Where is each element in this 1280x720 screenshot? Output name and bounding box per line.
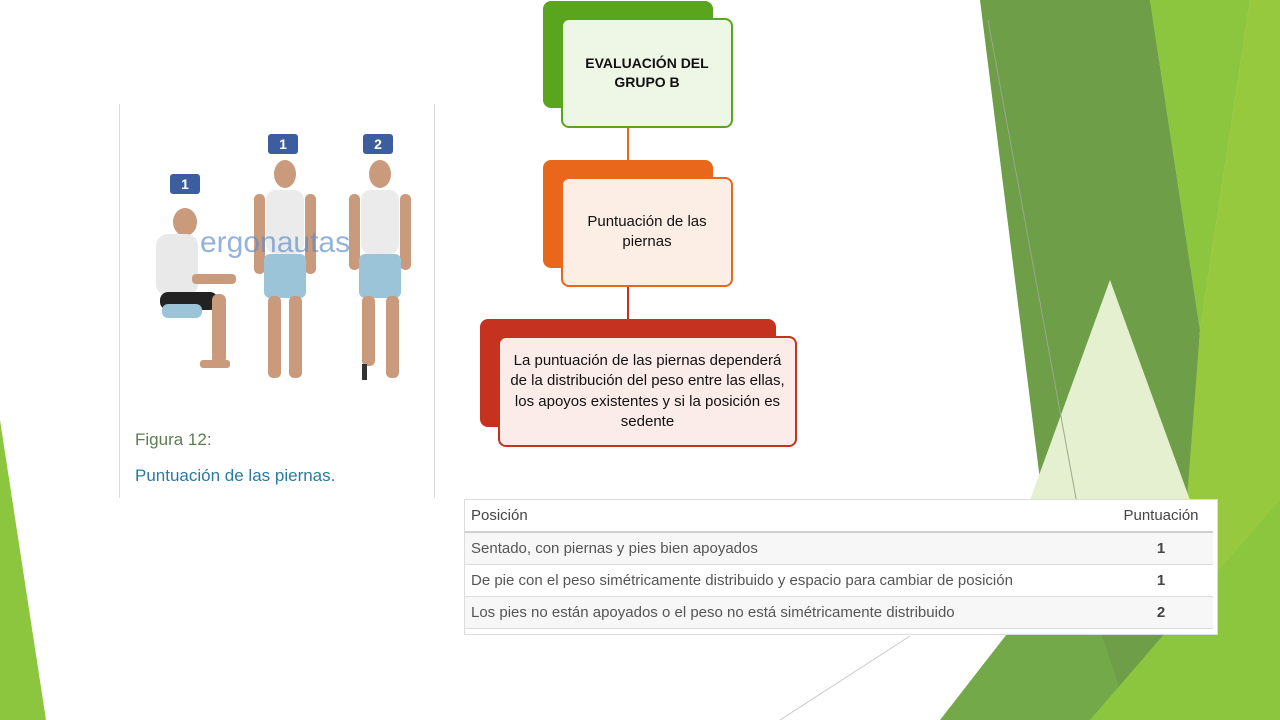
- label-badge: [363, 134, 393, 154]
- right-lime-wedge: [1150, 0, 1250, 330]
- left-green-wedge: [0, 420, 46, 720]
- standing-figure-leg-raised: [349, 160, 411, 380]
- bottom-green-wedge: [940, 630, 1130, 720]
- level2-text: Puntuación de las piernas: [587, 212, 707, 250]
- table-row: Los pies no están apoyados o el peso no …: [465, 596, 1213, 629]
- table-row: Sentado, con piernas y pies bien apoyado…: [465, 532, 1213, 565]
- label-badge: [268, 134, 298, 154]
- header-score: Puntuación: [1109, 500, 1213, 533]
- table-row: De pie con el peso simétricamente distri…: [465, 564, 1213, 597]
- figure-panel: 1 1 2: [119, 104, 435, 498]
- row-position: Los pies no están apoyados o el peso no …: [465, 596, 1109, 629]
- row-score: 2: [1109, 596, 1213, 629]
- level1-box: EVALUACIÓN DEL GRUPO B: [561, 18, 733, 128]
- level2-box: Puntuación de las piernas: [561, 177, 733, 287]
- row-position: De pie con el peso simétricamente distri…: [465, 564, 1109, 597]
- score-table-container: Posición Puntuación Sentado, con piernas…: [464, 499, 1218, 635]
- ergonautas-watermark: ergonautas: [200, 226, 350, 259]
- posture-illustration: 1 1 2: [156, 134, 411, 380]
- sitting-figure: [156, 208, 236, 368]
- header-position: Posición: [465, 500, 1109, 533]
- label-badge: [170, 174, 200, 194]
- thin-line-2: [779, 635, 911, 720]
- row-score: 1: [1109, 564, 1213, 597]
- level3-text: La puntuación de las piernas dependerá d…: [510, 352, 785, 430]
- label-badge-text: 2: [374, 136, 382, 152]
- row-position: Sentado, con piernas y pies bien apoyado…: [465, 532, 1109, 565]
- pale-wedge: [1030, 280, 1190, 500]
- level1-text: EVALUACIÓN DEL GRUPO B: [585, 55, 709, 90]
- level3-box: La puntuación de las piernas dependerá d…: [498, 336, 797, 447]
- connector-line: [627, 128, 629, 161]
- figure-caption-title: Puntuación de las piernas.: [135, 466, 336, 485]
- label-badge-text: 1: [279, 136, 287, 152]
- row-score: 1: [1109, 532, 1213, 565]
- label-badge-text: 1: [181, 176, 189, 192]
- score-table: Posición Puntuación Sentado, con piernas…: [465, 500, 1213, 629]
- standing-figure: [254, 160, 316, 378]
- thin-line: [987, 19, 1081, 521]
- connector-line: [627, 287, 629, 320]
- table-header-row: Posición Puntuación: [465, 500, 1213, 533]
- figure-caption-label: Figura 12:: [135, 430, 212, 449]
